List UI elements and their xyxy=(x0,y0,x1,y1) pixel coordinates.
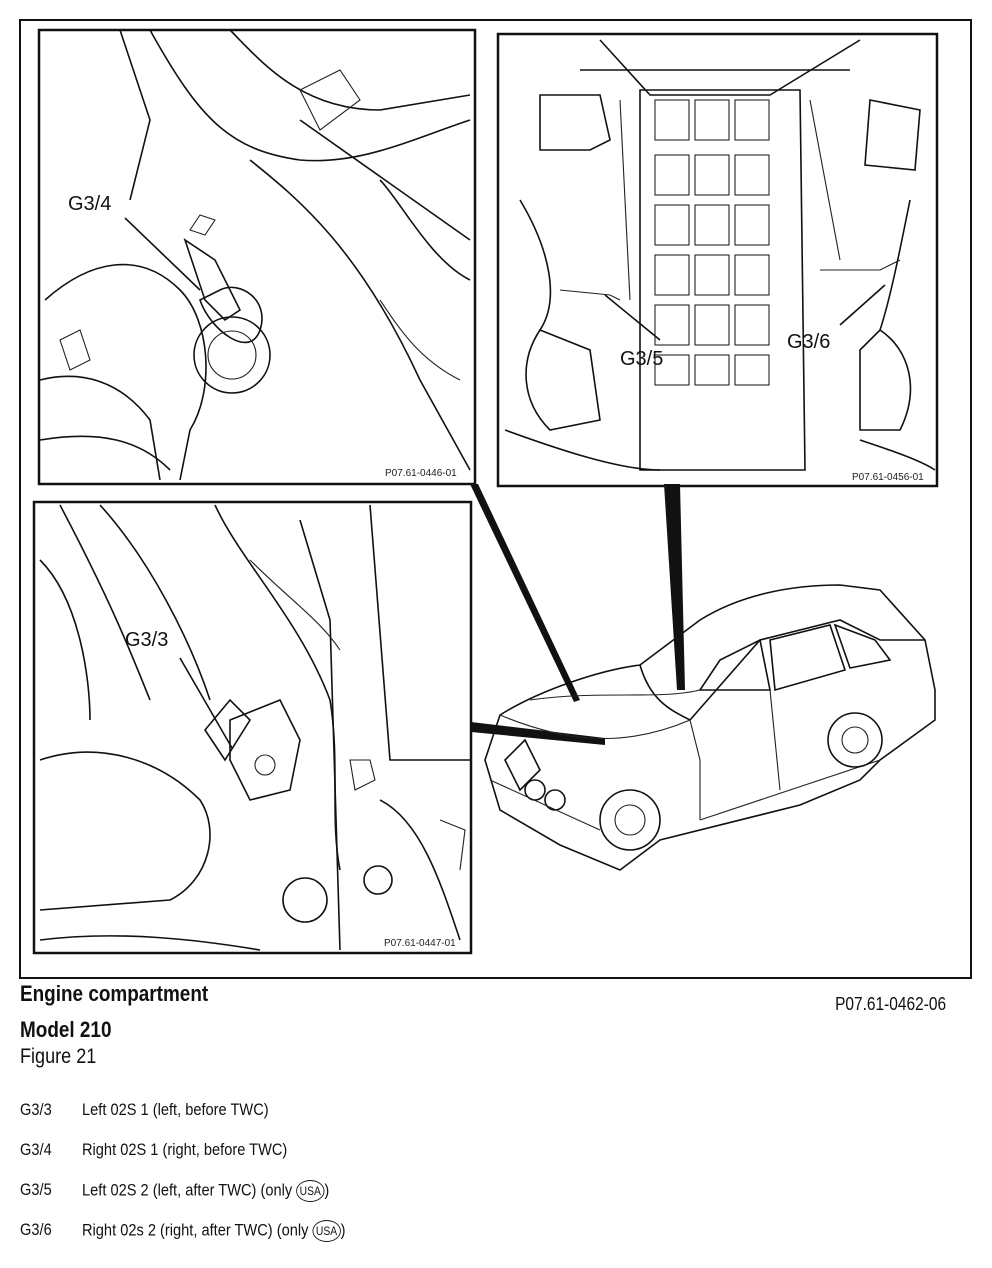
code-bottom-left: P07.61-0447-01 xyxy=(384,938,456,949)
usa-badge: USA xyxy=(296,1180,325,1202)
legend-text: Left 02S 1 (left, before TWC) xyxy=(82,1100,269,1119)
legend-text: Left 02S 2 (left, after TWC) (only USA) xyxy=(82,1180,329,1202)
code-top-left: P07.61-0446-01 xyxy=(385,468,457,479)
legend-key: G3/5 xyxy=(20,1180,52,1199)
legend-text: Right 02s 2 (right, after TWC) (only USA… xyxy=(82,1220,345,1242)
code-top-right: P07.61-0456-01 xyxy=(852,472,924,483)
caption-figure: Figure 21 xyxy=(20,1045,97,1068)
label-g33: G3/3 xyxy=(125,629,168,651)
caption-title: Engine compartment xyxy=(20,981,209,1006)
caption-model: Model 210 xyxy=(20,1017,112,1042)
legend-row: G3/5 Left 02S 2 (left, after TWC) (only … xyxy=(20,1180,540,1220)
leader-g35 xyxy=(604,294,661,341)
legend-row: G3/4 Right 02S 1 (right, before TWC) xyxy=(20,1140,540,1180)
leader-g33 xyxy=(179,657,233,749)
label-g35: G3/5 xyxy=(620,348,663,370)
legend-row: G3/3 Left 02S 1 (left, before TWC) xyxy=(20,1100,540,1140)
legend-text: Right 02S 1 (right, before TWC) xyxy=(82,1140,288,1159)
legend: G3/3 Left 02S 1 (left, before TWC) G3/4 … xyxy=(20,1100,540,1260)
legend-row: G3/6 Right 02s 2 (right, after TWC) (onl… xyxy=(20,1220,540,1260)
panel-g34-detail: G3/4 P07.61-0446-01 xyxy=(37,28,477,486)
label-g34: G3/4 xyxy=(68,193,111,215)
leader-g36 xyxy=(839,284,886,326)
leader-g34 xyxy=(124,217,201,291)
panel-g35-g36-detail: G3/5 G3/6 P07.61-0456-01 xyxy=(496,32,939,488)
label-g36: G3/6 xyxy=(787,331,830,353)
figure-frame xyxy=(19,19,972,979)
usa-badge: USA xyxy=(312,1220,341,1242)
legend-key: G3/4 xyxy=(20,1140,52,1159)
caption-code: P07.61-0462-06 xyxy=(834,994,946,1014)
legend-key: G3/6 xyxy=(20,1220,52,1239)
panel-g33-detail: G3/3 P07.61-0447-01 xyxy=(32,500,473,955)
legend-key: G3/3 xyxy=(20,1100,52,1119)
pointer-wedges xyxy=(470,484,685,745)
engine-compartment-figure: G3/4 P07.61-0446-01 G3/5 G3/6 P0 xyxy=(19,19,972,979)
car-illustration xyxy=(484,584,936,871)
